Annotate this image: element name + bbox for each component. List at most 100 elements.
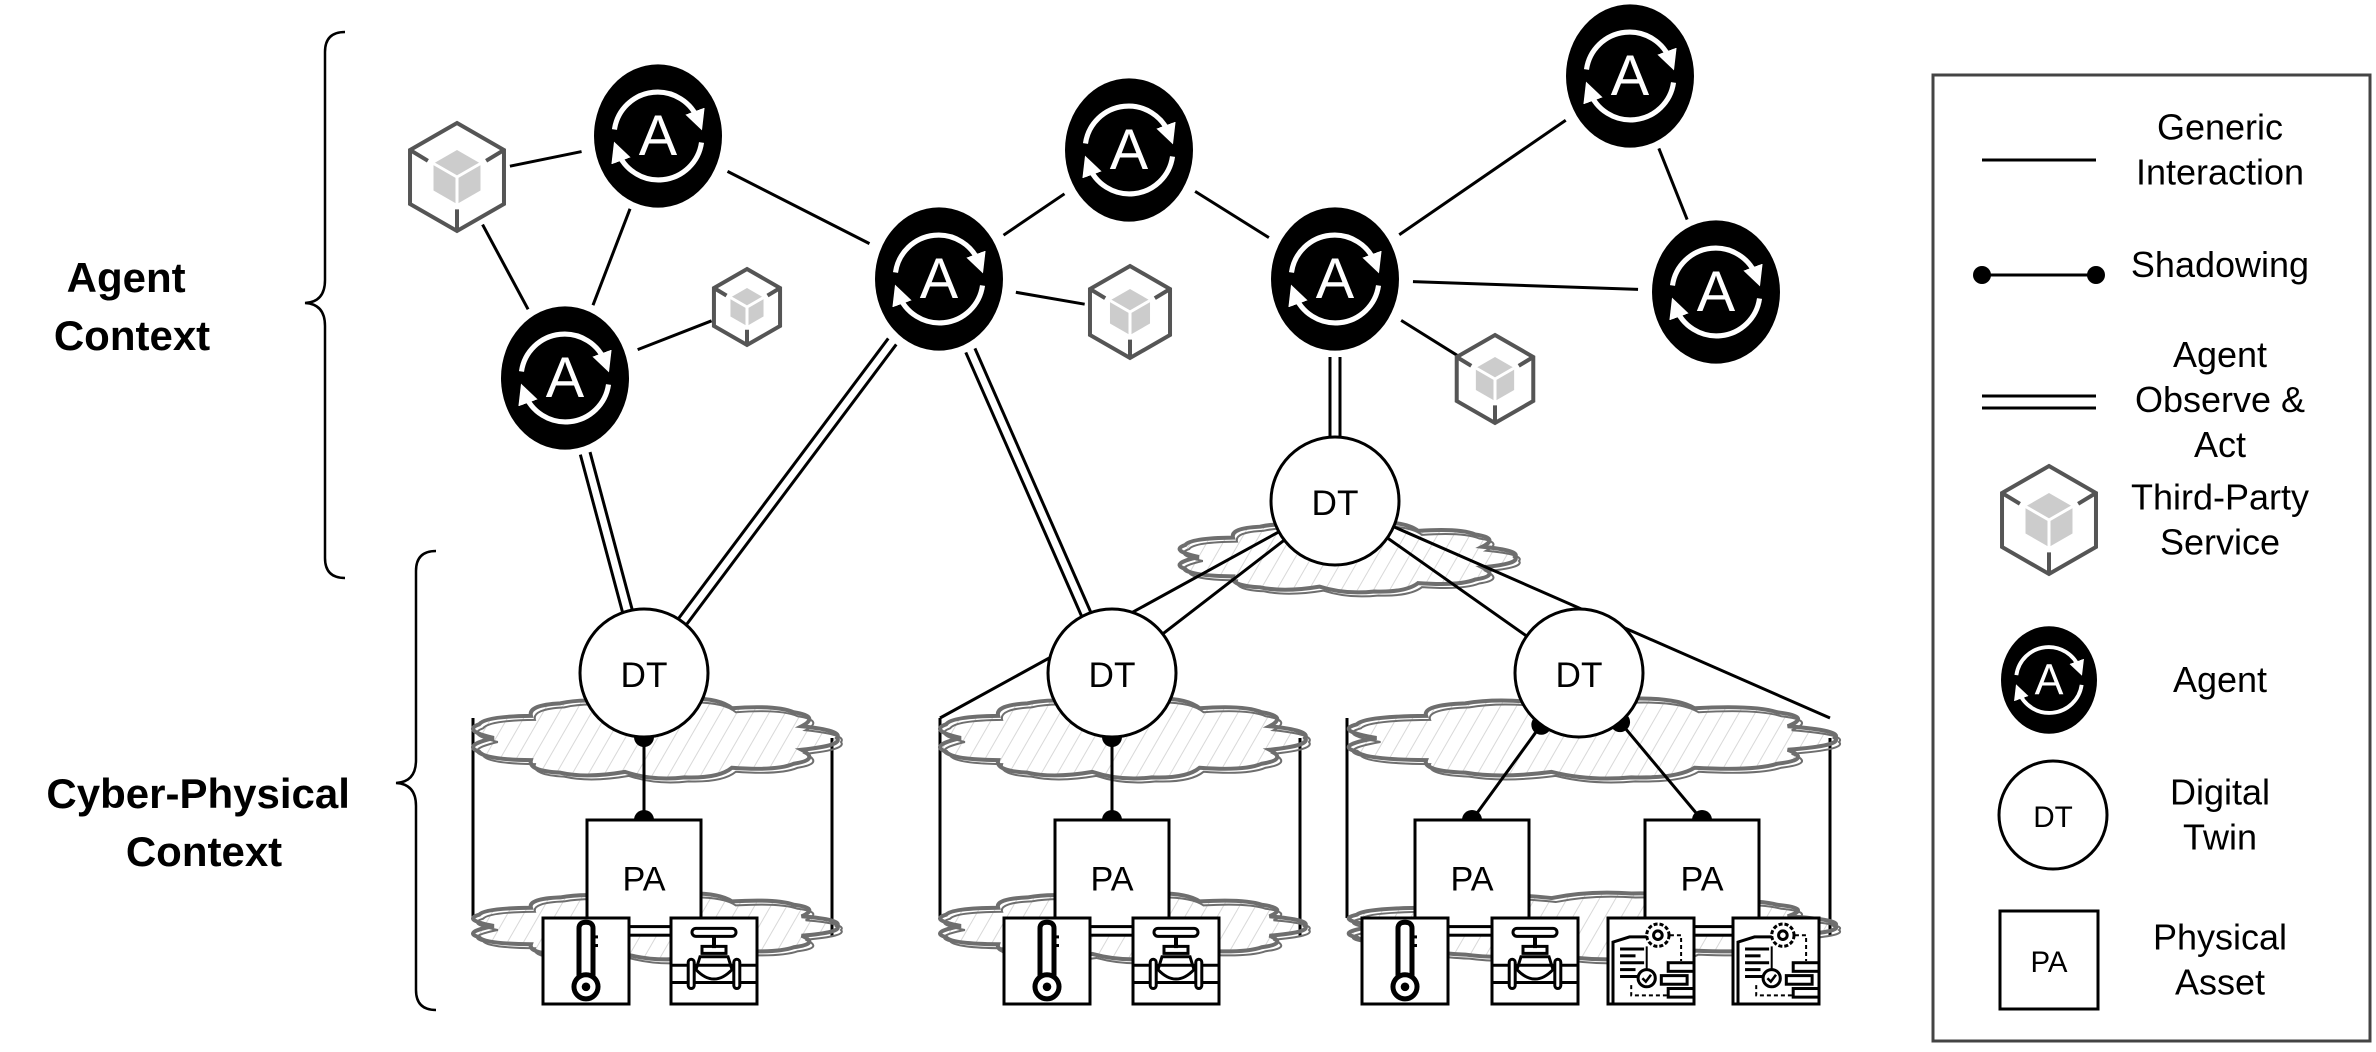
third-party-service-icon[interactable] <box>1087 263 1173 361</box>
cyber-physical-context-group: Cyber-Physical Context <box>46 549 437 1012</box>
cyber-physical-cylinder-1 <box>471 718 834 936</box>
agent-context-label: Agent Context <box>54 254 210 359</box>
cycle-arrow-icon <box>2014 684 2084 715</box>
top-cloud-3 <box>1346 695 1842 784</box>
cyber-physical-cylinder-3 <box>1345 718 1832 936</box>
physical-asset-label: PA <box>1680 861 1723 899</box>
process-document-icon <box>1731 916 1821 1006</box>
cycle-arrow-icon <box>1082 155 1176 197</box>
generic-interaction-edge <box>591 208 632 306</box>
digital-twin-node[interactable]: DT <box>1513 607 1645 739</box>
agent-icon[interactable]: A <box>2001 626 2097 734</box>
cycle-arrow-icon <box>1082 103 1176 145</box>
digital-twin-node[interactable]: DT <box>578 607 710 739</box>
cycle-arrow-icon <box>1288 284 1382 326</box>
legend-label: Agent <box>2173 659 2267 700</box>
third-party-service-icon[interactable] <box>408 120 506 234</box>
cycle-arrow-icon <box>611 141 705 183</box>
cycle-arrow-icon <box>518 331 612 373</box>
valve-icon <box>1490 916 1580 1006</box>
cyber-physical-cylinder-2 <box>938 718 1302 936</box>
agent-label: A <box>639 104 678 168</box>
generic-interaction-edge <box>1161 538 1286 636</box>
device-connector <box>1692 925 1735 937</box>
agent-node[interactable]: A <box>1566 4 1694 148</box>
cyber-physical-context-brace <box>395 549 437 1012</box>
device-connector <box>1088 925 1135 937</box>
generic-interaction-edge <box>1015 290 1085 306</box>
valve-icon <box>1131 916 1221 1006</box>
device-connector <box>1446 925 1494 937</box>
physical-asset-node[interactable]: PA <box>1643 818 1761 936</box>
third-party-service-icon[interactable] <box>1454 332 1536 426</box>
generic-interaction-edge <box>1400 319 1459 357</box>
cycle-arrow-icon <box>1583 29 1677 71</box>
agent-label: A <box>2035 656 2064 704</box>
shadowing-line <box>1973 266 2105 284</box>
cycle-arrow-icon <box>892 284 986 326</box>
cycle-arrow-icon <box>1288 232 1382 274</box>
generic-interaction-edge <box>1398 118 1567 237</box>
legend-box <box>1931 73 2372 1043</box>
agent-node[interactable]: A <box>1271 207 1399 351</box>
agent-label: A <box>920 247 959 311</box>
agent-context-group: Agent Context <box>54 30 346 580</box>
digital-twin-label: DT <box>1556 656 1603 695</box>
generic-interaction-edge <box>1194 190 1270 239</box>
cycle-arrow-icon <box>518 383 612 425</box>
valve-icon <box>669 916 759 1006</box>
agent-label: A <box>546 346 585 410</box>
physical-asset-icon[interactable]: PA <box>1998 909 2100 1011</box>
generic-interaction-edge <box>1002 192 1066 237</box>
agent-observe-act-line <box>1982 394 2096 410</box>
digital-twin-node[interactable]: DT <box>1269 435 1401 567</box>
agent-context-brace <box>304 30 346 580</box>
top-cloud-1 <box>471 695 843 784</box>
physical-asset-label: PA <box>2030 946 2067 979</box>
cycle-arrow-icon <box>2014 645 2084 676</box>
agent-observe-act-edge <box>964 347 1093 618</box>
agent-node[interactable]: A <box>875 207 1003 351</box>
physical-asset-label: PA <box>622 861 665 899</box>
cycle-arrow-icon <box>892 232 986 274</box>
agent-observe-act-edge <box>578 451 634 613</box>
cycle-arrow-icon <box>1669 245 1763 287</box>
physical-asset-label: PA <box>1450 861 1493 899</box>
agent-node[interactable]: A <box>1065 78 1193 222</box>
digital-twin-node[interactable]: DT <box>1046 607 1178 739</box>
agent-label: A <box>1697 260 1736 324</box>
agent-label: A <box>1316 247 1355 311</box>
process-document-icon <box>1606 916 1696 1006</box>
thermometer-icon <box>541 916 631 1006</box>
third-party-service-icon[interactable] <box>2000 463 2098 577</box>
agent-node[interactable]: A <box>1652 220 1780 364</box>
agent-observe-act-edge <box>677 337 898 626</box>
agent-node[interactable]: A <box>501 306 629 450</box>
physical-asset-node[interactable]: PA <box>585 818 703 936</box>
agent-node[interactable]: A <box>594 64 722 208</box>
legend-item: A Agent <box>2001 626 2267 734</box>
physical-asset-node[interactable]: PA <box>1053 818 1171 936</box>
generic-interaction-edge <box>1657 147 1689 221</box>
digital-twin-label: DT <box>2033 801 2073 834</box>
agent-label: A <box>1110 118 1149 182</box>
third-party-service-icon[interactable] <box>711 266 783 348</box>
digital-twin-icon[interactable]: DT <box>1997 759 2109 871</box>
generic-interaction-edge <box>637 319 713 352</box>
top-cloud-2 <box>938 695 1311 784</box>
device-connector <box>627 925 673 937</box>
digital-twin-label: DT <box>1312 484 1359 523</box>
digital-twin-label: DT <box>621 656 668 695</box>
physical-asset-node[interactable]: PA <box>1413 818 1531 936</box>
